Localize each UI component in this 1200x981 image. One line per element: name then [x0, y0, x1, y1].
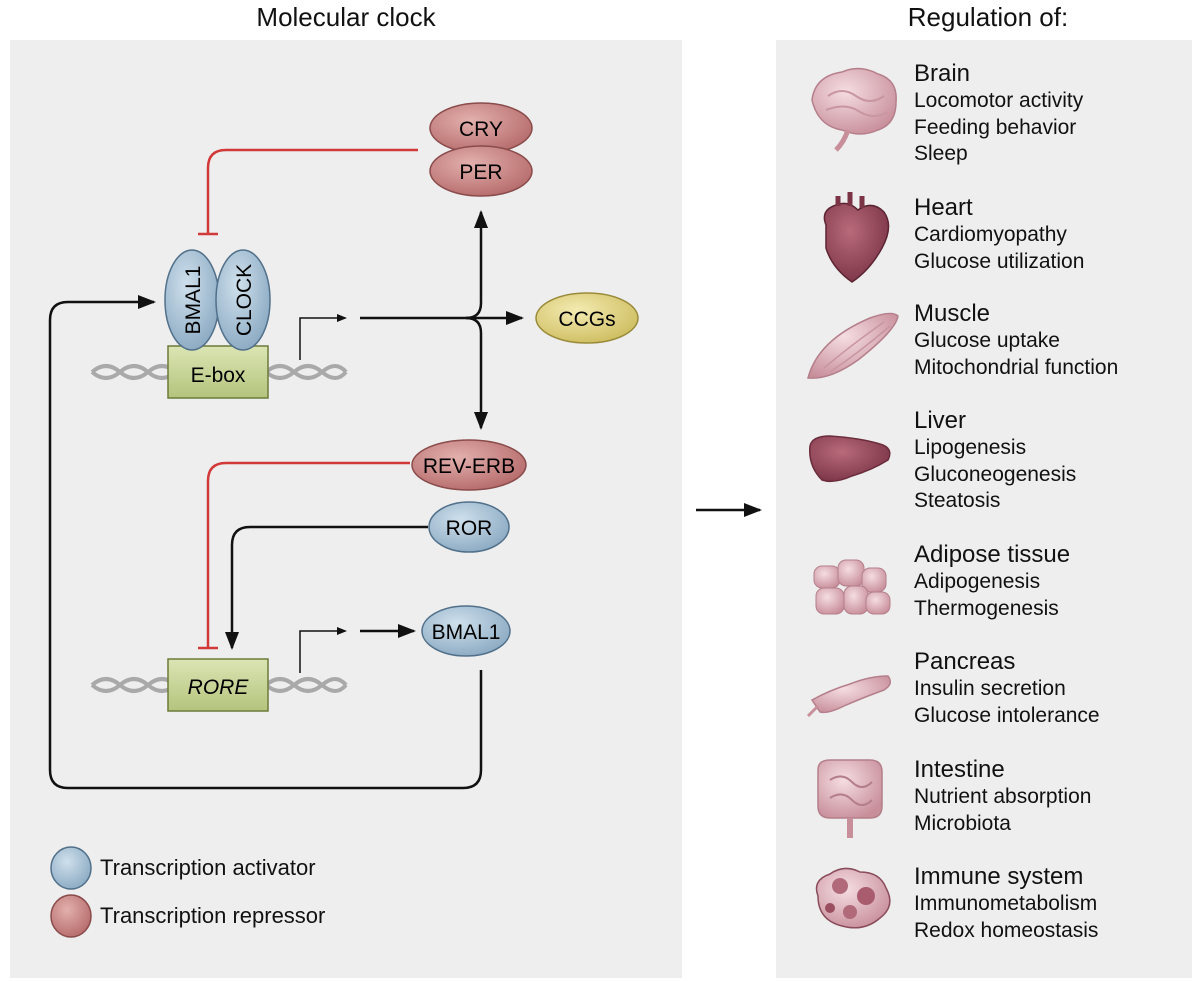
organ-function: Microbiota [914, 811, 1011, 835]
rev-erb-node [411, 439, 527, 491]
brain-icon [811, 67, 897, 152]
organ-function: Glucose utilization [914, 249, 1085, 273]
ebox-box [167, 345, 269, 399]
organ-function: Lipogenesis [914, 436, 1027, 459]
ebox-label: E-box [191, 364, 246, 387]
bmal1-top-label: BMAL1 [182, 266, 205, 335]
organ-function: Immunometabolism [914, 892, 1098, 915]
organ-name: Pancreas [914, 648, 1016, 675]
per-node [429, 145, 533, 197]
organ-name: Heart [914, 194, 973, 221]
organ-pancreas: Pancreas Insulin secretion Glucose intol… [914, 648, 1100, 729]
dna-strand-bottom [90, 677, 348, 693]
rev-erb-label: REV-ERB [423, 455, 515, 478]
organ-brain: Brain Locomotor activity Feeding behavio… [914, 60, 1083, 168]
regulation-title: Regulation of: [907, 2, 1069, 32]
transcription-start-arrow-top [299, 314, 347, 360]
rore-label: RORE [188, 676, 250, 699]
arrow-to-rev-erb [465, 316, 488, 430]
intestine-icon [817, 759, 883, 838]
organ-name: Liver [914, 407, 967, 434]
organ-function: Nutrient absorption [914, 785, 1092, 808]
organ-function: Feeding behavior [914, 115, 1077, 139]
rore-box [167, 658, 269, 712]
organ-name: Muscle [914, 300, 991, 327]
organ-liver: Liver Lipogenesis Gluconeogenesis Steato… [914, 407, 1076, 515]
organ-immune-system: Immune system Immunometabolism Redox hom… [914, 863, 1098, 944]
inhibition-cry-per [206, 148, 418, 234]
transcription-start-arrow-bottom [299, 627, 347, 673]
organ-muscle: Muscle Glucose uptake Mitochondrial func… [914, 300, 1118, 381]
inhibition-rev-erb [206, 461, 410, 648]
organ-function: Adipogenesis [914, 570, 1041, 593]
organ-name: Brain [914, 60, 971, 87]
feedback-loop [48, 295, 483, 790]
ccgs-node [535, 292, 639, 344]
bmal1-bottom-node [421, 605, 511, 657]
organ-function: Insulin secretion [914, 677, 1066, 700]
ccgs-label: CCGs [558, 308, 615, 331]
per-label: PER [459, 161, 502, 184]
organ-name: Intestine [914, 756, 1005, 783]
organ-function: Thermogenesis [914, 596, 1059, 620]
ror-node [428, 501, 510, 553]
organ-function: Locomotor activity [914, 89, 1084, 112]
ror-label: ROR [446, 517, 493, 540]
legend-activator-swatch [50, 846, 92, 890]
arrow-to-per [465, 210, 488, 320]
organ-function: Cardiomyopathy [914, 223, 1067, 246]
bmal1-bottom-label: BMAL1 [432, 621, 501, 644]
organ-function: Gluconeogenesis [914, 462, 1077, 486]
organ-adipose: Adipose tissue Adipogenesis Thermogenesi… [914, 541, 1070, 622]
legend-activator-label: Transcription activator [100, 855, 316, 880]
pancreas-icon [806, 675, 891, 718]
muscle-icon [807, 312, 899, 379]
molecular-clock-title: Molecular clock [256, 2, 436, 32]
organ-function: Sleep [914, 142, 968, 165]
organ-name: Adipose tissue [914, 541, 1071, 568]
clock-node [215, 249, 271, 351]
organ-function: Steatosis [914, 489, 1001, 512]
organ-heart: Heart Cardiomyopathy Glucose utilization [914, 194, 1084, 275]
adipose-icon [813, 559, 891, 615]
regulation-panel [776, 40, 1192, 978]
organ-function: Glucose intolerance [914, 703, 1100, 727]
cry-label: CRY [459, 118, 503, 141]
organ-intestine: Intestine Nutrient absorption Microbiota [914, 756, 1091, 837]
molecular-clock-panel [10, 40, 682, 978]
liver-icon [809, 435, 891, 483]
legend-repressor-swatch [50, 894, 92, 938]
organ-name: Immune system [914, 863, 1084, 890]
legend-repressor-label: Transcription repressor [100, 903, 326, 928]
heart-icon [823, 192, 890, 283]
organ-function: Redox homeostasis [914, 918, 1099, 942]
organ-function: Glucose uptake [914, 329, 1060, 352]
organ-function: Mitochondrial function [914, 355, 1119, 379]
immune-cells-icon [815, 867, 891, 929]
dna-strand-top [90, 364, 348, 380]
clock-label: CLOCK [233, 264, 256, 336]
activation-ror [225, 525, 428, 650]
